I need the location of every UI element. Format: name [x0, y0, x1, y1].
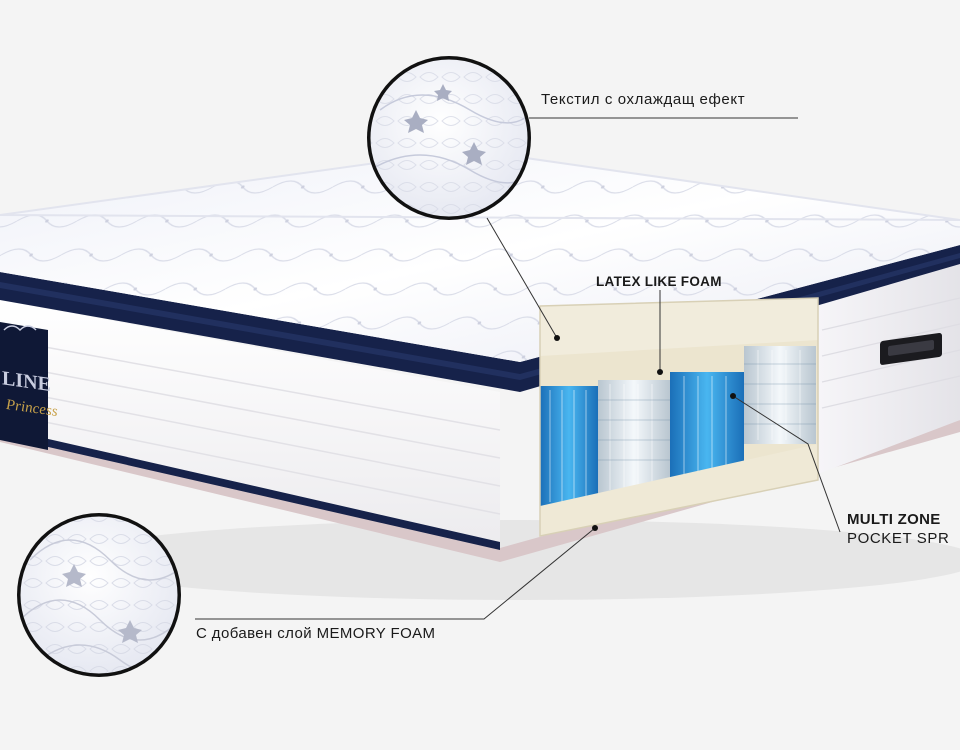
pocket-springs: [540, 346, 816, 506]
right-side-panel: [818, 262, 960, 474]
label-cooling-textile: Текстил с охлаждащ ефект: [541, 91, 746, 108]
callout-dot-latex: [657, 369, 663, 375]
side-stitch-lines: [44, 346, 501, 515]
label-memory-foam: С добавен слой MEMORY FOAM: [196, 625, 436, 642]
cutaway-section: [540, 298, 818, 536]
callout-dot-springs: [730, 393, 736, 399]
label-multi-zone: MULTI ZONE: [847, 511, 941, 528]
callout-dot-textile: [554, 335, 560, 341]
crown-icon: [3, 325, 37, 332]
brand-logo-script: Princess: [5, 397, 58, 420]
memory-foam-layer: [540, 444, 818, 536]
label-pocket-springs: POCKET SPR: [847, 530, 950, 547]
textile-zoom-circle: [367, 56, 531, 220]
brand-logo-panel: [0, 322, 48, 450]
memory-foam-zoom-circle: [17, 513, 181, 677]
callout-dot-memory: [592, 525, 598, 531]
navy-bottom-trim: [0, 428, 500, 550]
callout-lines: [195, 117, 841, 620]
latex-foam-layer: [540, 298, 818, 356]
floor-shadow: [60, 520, 960, 600]
label-latex-like-foam: LATEX LIKE FOAM: [596, 274, 722, 289]
